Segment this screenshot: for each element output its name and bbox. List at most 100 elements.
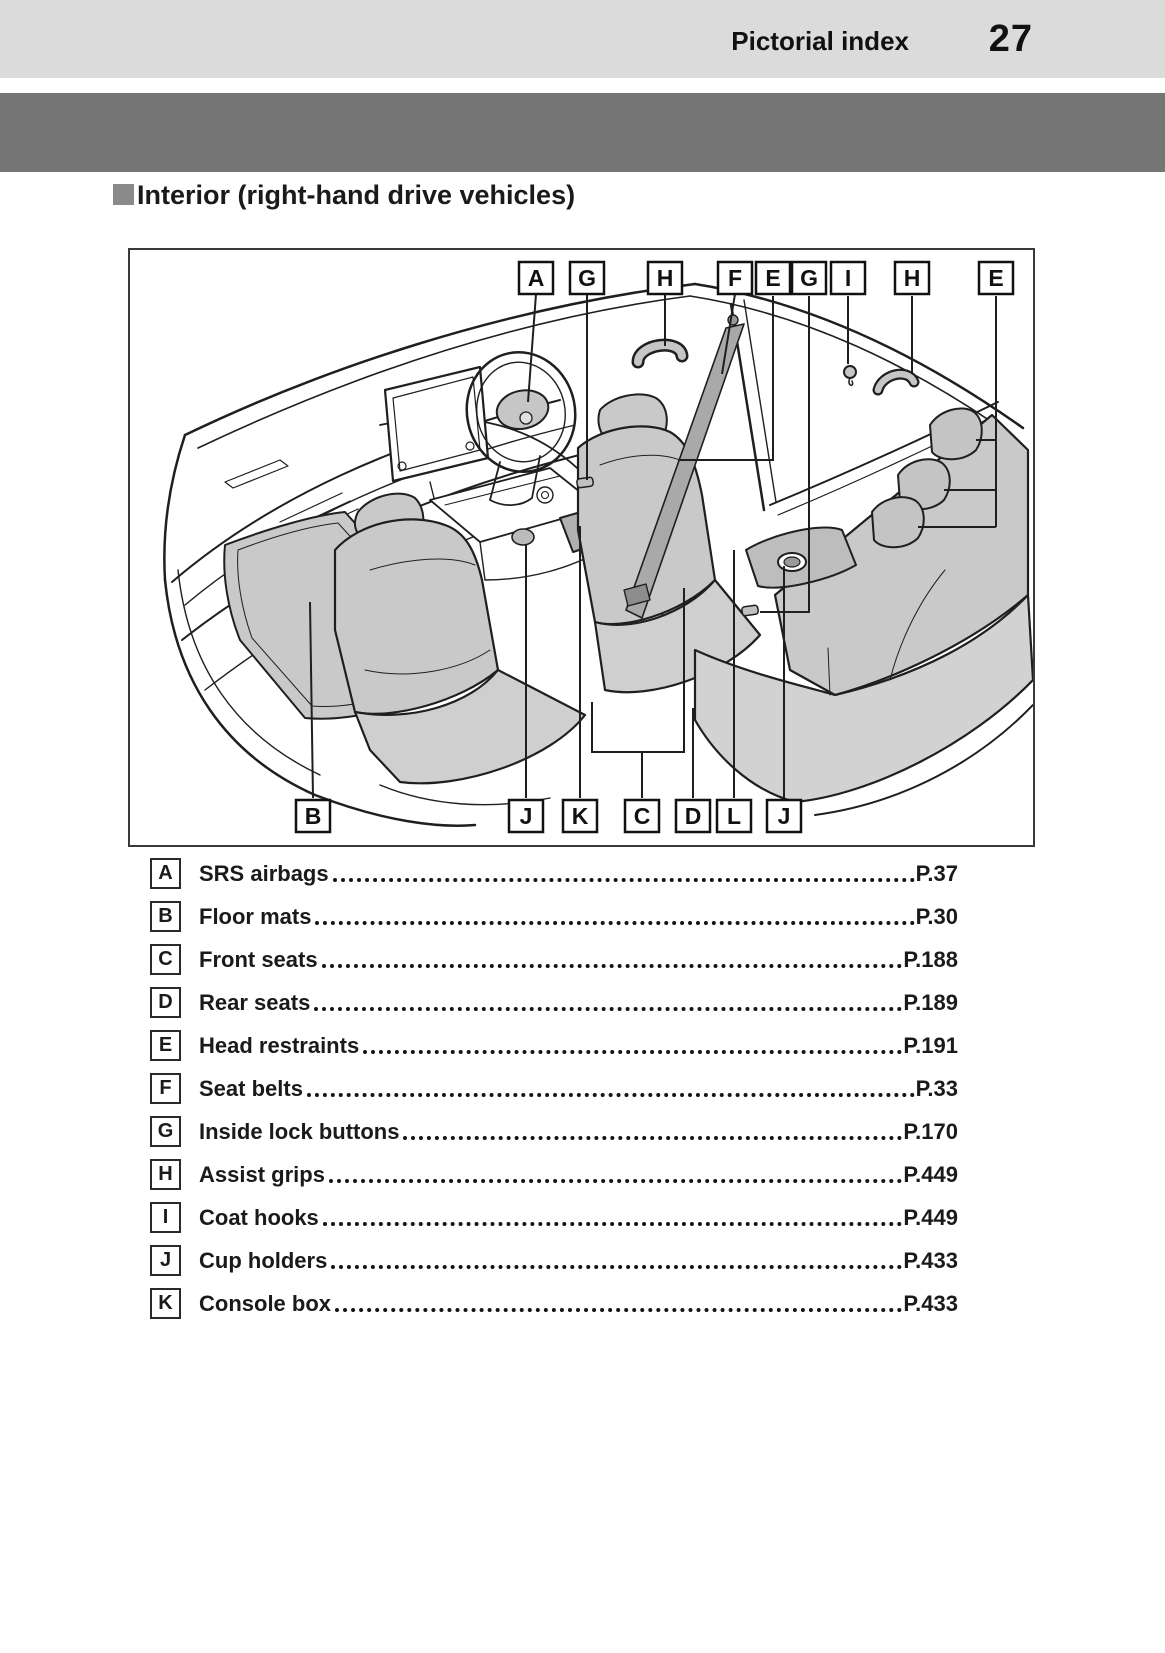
- index-row: I Coat hooks P.449: [150, 1202, 958, 1233]
- svg-text:K: K: [572, 803, 589, 829]
- svg-text:E: E: [765, 265, 780, 291]
- svg-text:B: B: [305, 803, 322, 829]
- index-row-label: Front seats: [199, 947, 318, 972]
- header-section-title: Pictorial index: [731, 26, 909, 56]
- index-row-label: Rear seats: [199, 990, 311, 1015]
- callout-H-top: H: [646, 260, 684, 296]
- callout-L-bottom: L: [715, 798, 753, 834]
- index-row: H Assist grips P.449: [150, 1159, 958, 1190]
- index-row-letter-box: D: [150, 987, 181, 1018]
- callout-K-bottom: K: [561, 798, 599, 834]
- index-row-label: Console box: [199, 1291, 332, 1316]
- svg-text:G: G: [800, 265, 818, 291]
- index-row-letter-box: C: [150, 944, 181, 975]
- header-band: [0, 0, 1165, 78]
- svg-text:H: H: [904, 265, 921, 291]
- index-row: A SRS airbags P.37: [150, 858, 958, 889]
- callout-E2-top: E: [977, 260, 1015, 296]
- dotted-leader: [314, 987, 903, 1011]
- index-row-page-ref: P.37: [915, 861, 958, 886]
- pictorial-index-list: A SRS airbags P.37 B Floor mats P.30 C F…: [150, 858, 958, 1331]
- index-row-label: Assist grips: [199, 1162, 325, 1187]
- index-row-page-ref: P.433: [903, 1291, 958, 1316]
- svg-text:H: H: [657, 265, 674, 291]
- svg-text:I: I: [845, 265, 851, 291]
- index-row: D Rear seats P.189: [150, 987, 958, 1018]
- index-row-label: Head restraints: [199, 1033, 360, 1058]
- index-row: C Front seats P.188: [150, 944, 958, 975]
- index-row-label: Floor mats: [199, 904, 312, 929]
- callout-G-top: G: [568, 260, 606, 296]
- callout-F-top: F: [716, 260, 754, 296]
- svg-text:D: D: [685, 803, 702, 829]
- index-row-page-ref: P.189: [903, 990, 958, 1015]
- svg-text:F: F: [728, 265, 742, 291]
- index-row-label: SRS airbags: [199, 861, 329, 886]
- svg-text:G: G: [578, 265, 596, 291]
- dotted-leader: [321, 944, 903, 968]
- index-row-label: Seat belts: [199, 1076, 303, 1101]
- svg-text:C: C: [634, 803, 651, 829]
- index-row-page-ref: P.188: [903, 947, 958, 972]
- callout-H2-top: H: [893, 260, 931, 296]
- index-row-letter-box: J: [150, 1245, 181, 1276]
- section-heading-text: Interior (right-hand drive vehicles): [137, 180, 576, 210]
- dotted-leader: [331, 1245, 903, 1269]
- dotted-leader: [328, 1159, 903, 1183]
- index-row: E Head restraints P.191: [150, 1030, 958, 1061]
- index-row-page-ref: P.170: [903, 1119, 958, 1144]
- dotted-leader: [332, 858, 915, 882]
- index-row-page-ref: P.449: [903, 1205, 958, 1230]
- callout-B-bottom: B: [294, 798, 332, 834]
- index-row-letter-box: G: [150, 1116, 181, 1147]
- dotted-leader: [335, 1288, 903, 1312]
- index-row: K Console box P.433: [150, 1288, 958, 1319]
- diagram-callouts-bottom: B J K C D L J: [294, 798, 803, 834]
- interior-diagram: A G H F E G I H E B J K C D L J: [163, 260, 1033, 834]
- divider-band: [0, 93, 1165, 172]
- heading-square-icon: [113, 184, 134, 205]
- svg-text:J: J: [778, 803, 791, 829]
- index-row: B Floor mats P.30: [150, 901, 958, 932]
- header-page-number: 27: [988, 18, 1033, 60]
- index-row-label: Cup holders: [199, 1248, 328, 1273]
- section-heading: Interior (right-hand drive vehicles): [113, 180, 575, 211]
- index-row: G Inside lock buttons P.170: [150, 1116, 958, 1147]
- callout-J-bottom: J: [507, 798, 545, 834]
- callout-E-top: E: [754, 260, 792, 296]
- index-row-label: Inside lock buttons: [199, 1119, 400, 1144]
- index-row-letter-box: B: [150, 901, 181, 932]
- index-row-letter-box: K: [150, 1288, 181, 1319]
- index-row-letter-box: I: [150, 1202, 181, 1233]
- svg-text:A: A: [528, 265, 545, 291]
- svg-text:E: E: [988, 265, 1003, 291]
- index-row-letter-box: A: [150, 858, 181, 889]
- index-row: F Seat belts P.33: [150, 1073, 958, 1104]
- callout-leader-lines: [309, 293, 997, 799]
- callout-G2-top: G: [790, 260, 828, 296]
- interior-line-art: [163, 282, 1033, 827]
- index-row-page-ref: P.433: [903, 1248, 958, 1273]
- index-row-letter-box: F: [150, 1073, 181, 1104]
- callout-I-top: I: [829, 260, 867, 296]
- index-row-page-ref: P.449: [903, 1162, 958, 1187]
- diagram-frame: A G H F E G I H E B J K C D L J: [128, 248, 1035, 847]
- index-row-page-ref: P.33: [915, 1076, 958, 1101]
- svg-text:L: L: [727, 803, 741, 829]
- diagram-callouts-top: A G H F E G I H E: [517, 260, 1015, 296]
- dotted-leader: [306, 1073, 915, 1097]
- dotted-leader: [403, 1116, 903, 1140]
- index-row-page-ref: P.30: [915, 904, 958, 929]
- callout-C-bottom: C: [623, 798, 661, 834]
- dotted-leader: [322, 1202, 903, 1226]
- index-row-letter-box: H: [150, 1159, 181, 1190]
- callout-J2-bottom: J: [765, 798, 803, 834]
- index-row: J Cup holders P.433: [150, 1245, 958, 1276]
- callout-D-bottom: D: [674, 798, 712, 834]
- callout-A-top: A: [517, 260, 555, 296]
- index-row-label: Coat hooks: [199, 1205, 319, 1230]
- index-row-letter-box: E: [150, 1030, 181, 1061]
- dotted-leader: [363, 1030, 903, 1054]
- dotted-leader: [315, 901, 915, 925]
